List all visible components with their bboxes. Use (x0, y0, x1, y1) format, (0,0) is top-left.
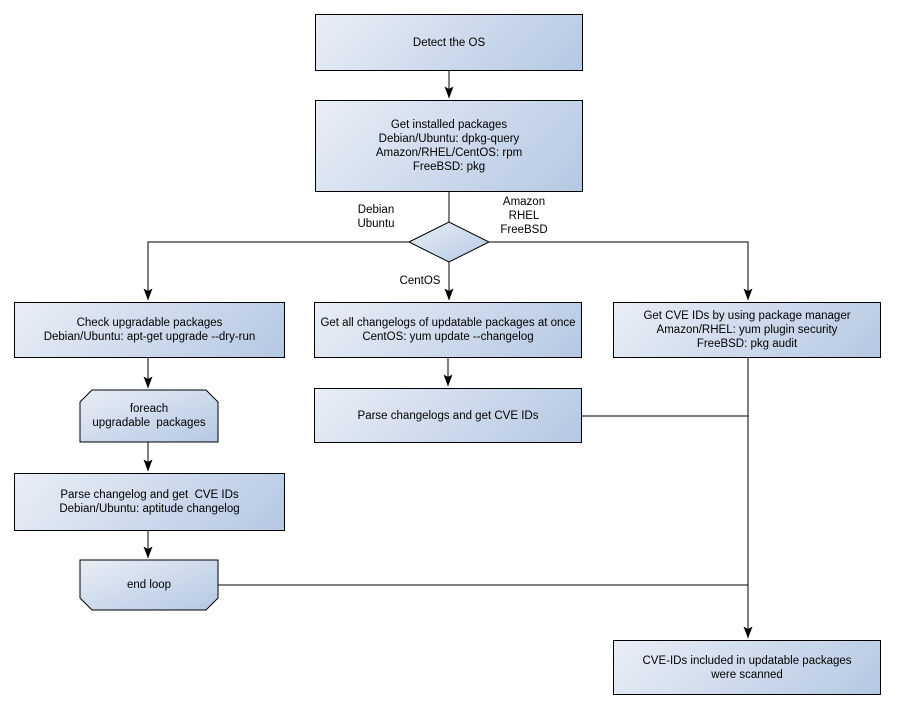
node-result-scanned: CVE-IDs included in updatable packages w… (613, 640, 881, 695)
node-check-upgradable-packages: Check upgradable packages Debian/Ubuntu:… (14, 302, 285, 358)
os-decision-diamond (407, 221, 491, 263)
branch-label-amazon-rhel-freebsd: Amazon RHEL FreeBSD (500, 196, 548, 236)
node-end-loop-label: end loop (126, 579, 172, 591)
node-parse-changelog-debian-label: Parse changelog and get CVE IDs Debian/U… (59, 489, 240, 515)
node-parse-changelog-debian: Parse changelog and get CVE IDs Debian/U… (14, 473, 285, 531)
foreach-loop-shape (79, 389, 219, 443)
node-get-cve-ids-package-manager: Get CVE IDs by using package manager Ama… (613, 302, 881, 358)
branch-label-debian-ubuntu: Debian Ubuntu (357, 204, 395, 230)
node-parse-changelogs-centos: Parse changelogs and get CVE IDs (314, 388, 582, 443)
node-get-installed-packages-label: Get installed packages Debian/Ubuntu: dp… (375, 119, 523, 173)
branch-label-centos: CentOS (399, 275, 441, 287)
edge-decision-to-get-cve-ids (489, 241, 753, 301)
end-loop-shape (79, 559, 219, 611)
node-get-all-changelogs-centos-label: Get all changelogs of updatable packages… (320, 317, 576, 343)
node-end-loop: end loop (80, 560, 218, 610)
node-get-all-changelogs-centos: Get all changelogs of updatable packages… (314, 302, 582, 358)
node-check-upgradable-packages-label: Check upgradable packages Debian/Ubuntu:… (43, 317, 256, 343)
node-detect-os: Detect the OS (315, 14, 583, 71)
edge-decision-to-check-upgradable (143, 241, 409, 301)
node-foreach-loop-label: foreach upgradable packages (92, 403, 206, 429)
node-foreach-loop: foreach upgradable packages (80, 390, 218, 442)
node-parse-changelogs-centos-label: Parse changelogs and get CVE IDs (357, 409, 539, 422)
node-result-scanned-label: CVE-IDs included in updatable packages w… (642, 654, 852, 681)
node-get-cve-ids-package-manager-label: Get CVE IDs by using package manager Ama… (643, 310, 851, 350)
node-get-installed-packages: Get installed packages Debian/Ubuntu: dp… (315, 100, 583, 192)
node-detect-os-label: Detect the OS (412, 36, 486, 49)
